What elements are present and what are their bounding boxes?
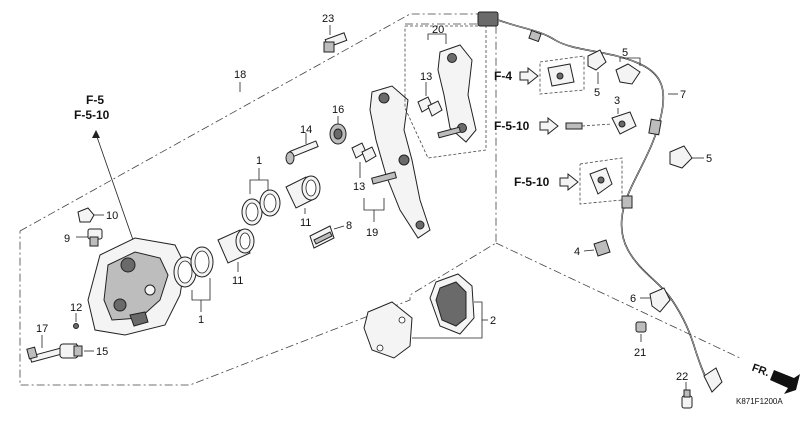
- caliper-body: [87, 237, 186, 336]
- ref-f4: F-4: [494, 69, 512, 83]
- callout-1-upper: 1: [256, 155, 262, 167]
- callout-4: 4: [574, 246, 580, 258]
- arrow-head-f5: [92, 130, 100, 138]
- callout-11-upper: 11: [300, 217, 311, 229]
- clamp-5-right: [615, 63, 641, 85]
- bleeder-cap-10: [77, 207, 95, 223]
- front-label: FR.: [750, 362, 771, 379]
- callout-13-lower: 13: [353, 181, 365, 193]
- wheel-sensor-harness-7: [477, 11, 723, 393]
- callout-20: 20: [432, 24, 444, 36]
- piston-11-lower: [217, 228, 255, 264]
- boot-16: [329, 123, 347, 145]
- callout-5-b: 5: [622, 47, 628, 59]
- front-arrow-icon: [770, 370, 800, 394]
- clamp-5-upper: [587, 49, 607, 71]
- pad-spring-13-lower: [351, 142, 377, 163]
- callout-5-c: 5: [706, 153, 712, 165]
- callout-1-lower: 1: [198, 314, 204, 326]
- callout-23: 23: [322, 13, 334, 25]
- pin-bolt-15: [59, 343, 83, 359]
- caliper-bracket-19: [369, 85, 431, 239]
- clip-6: [649, 287, 671, 313]
- ref-f5: F-5: [86, 93, 104, 107]
- pad-spring-13-upper: [417, 96, 443, 117]
- seal-rings-1-upper: [241, 189, 281, 226]
- bolt-21: [635, 321, 647, 333]
- group-outline-caliper: [19, 13, 497, 386]
- callout-11-lower: 11: [232, 275, 243, 287]
- bleeder-screw-9: [87, 228, 103, 247]
- callout-13-upper: 13: [420, 71, 432, 83]
- leader-f5-10-mid: [581, 123, 613, 127]
- callout-9: 9: [64, 233, 70, 245]
- bracket-19: [363, 198, 385, 211]
- stay-3: [611, 111, 637, 135]
- arrow-f4: [519, 66, 539, 86]
- leader-assembly-to-sensor: [495, 242, 741, 359]
- bolt-22: [681, 389, 693, 409]
- callout-10: 10: [106, 210, 118, 222]
- pad-spring-8: [309, 225, 335, 249]
- box-item-20: [404, 25, 487, 159]
- clamp-5-lower: [669, 145, 693, 169]
- ref-f5-10-low: F-5-10: [514, 175, 550, 189]
- bracket-5-b: [619, 57, 641, 66]
- callout-2: 2: [490, 315, 496, 327]
- brake-pad-2-front: [363, 301, 413, 359]
- callout-5-a: 5: [594, 87, 600, 99]
- ring-12: [73, 323, 79, 329]
- grommet-4: [593, 239, 611, 257]
- bolt-detail-f5-10-mid: [565, 122, 583, 130]
- callout-6: 6: [630, 293, 636, 305]
- arrow-f5-10-low: [559, 172, 579, 192]
- callout-21: 21: [634, 347, 646, 359]
- leader-8: [333, 225, 345, 230]
- clamp-detail-f4-hole: [556, 72, 564, 80]
- ref-f5-10-top: F-5-10: [74, 108, 110, 122]
- bolt-23: [323, 32, 348, 53]
- callout-12: 12: [70, 302, 82, 314]
- bracket-assembly-20: [437, 44, 477, 143]
- arrow-f5-10-mid: [539, 116, 559, 136]
- callout-15: 15: [96, 346, 108, 358]
- bracket-1-lower: [191, 278, 211, 301]
- callout-19: 19: [366, 227, 378, 239]
- callout-7: 7: [680, 89, 686, 101]
- callout-3: 3: [614, 95, 620, 107]
- leader-4: [583, 249, 595, 252]
- callout-16: 16: [332, 104, 344, 116]
- ref-f5-10-mid: F-5-10: [494, 119, 530, 133]
- brake-pad-2-rear: [429, 273, 475, 335]
- callout-22: 22: [676, 371, 688, 383]
- slide-pin-14: [285, 140, 319, 165]
- clamp-detail-f5-10-low-hole: [597, 176, 605, 184]
- callout-8: 8: [346, 220, 352, 232]
- piston-11-upper: [285, 175, 321, 209]
- seal-rings-1-lower: [173, 246, 214, 288]
- callout-18: 18: [234, 69, 246, 81]
- callout-14: 14: [300, 124, 312, 136]
- callout-17: 17: [36, 323, 48, 335]
- bracket-20: [427, 33, 447, 44]
- drawing-code: K871F1200A: [736, 397, 783, 406]
